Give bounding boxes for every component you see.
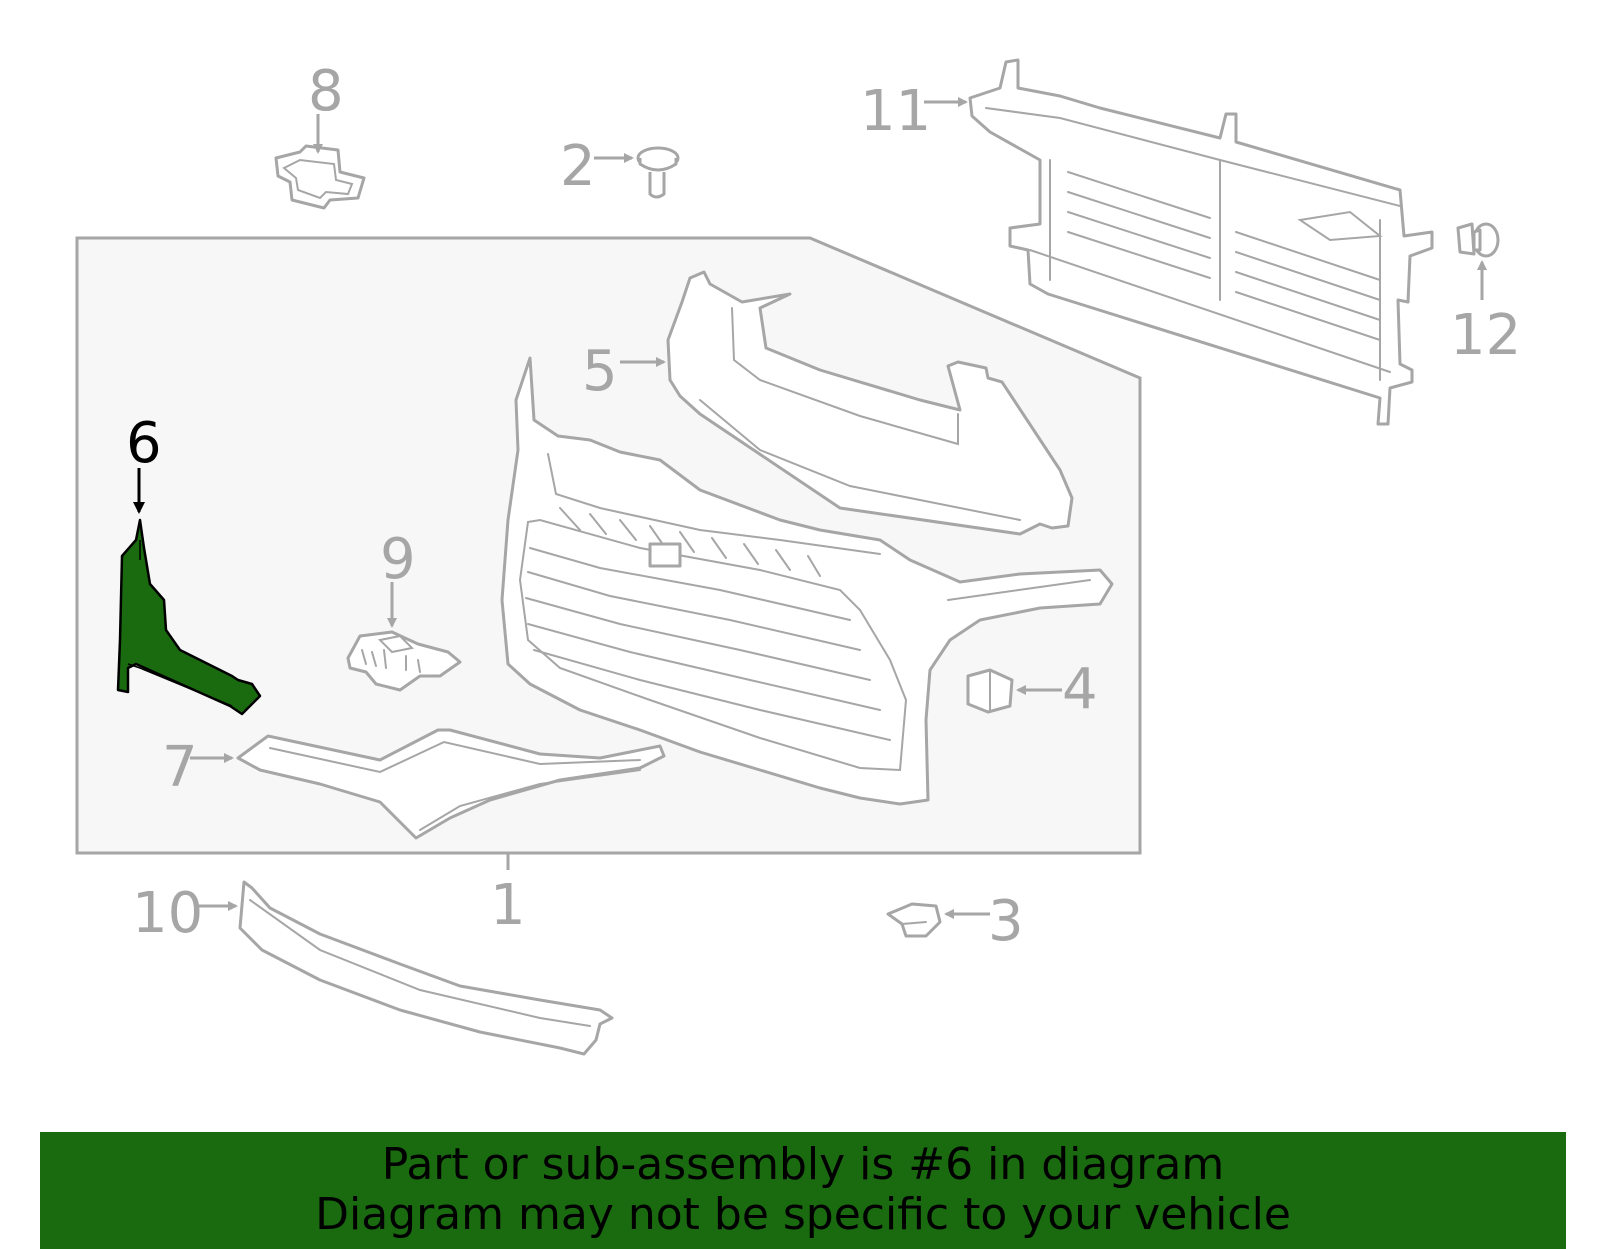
retainer-part-3: [886, 902, 942, 938]
emblem-part-8: [274, 144, 366, 210]
air-shutter-part-11: [968, 58, 1434, 426]
callout-10: 10: [132, 881, 203, 946]
highlighted-part: [116, 518, 262, 716]
callout-2: 2: [560, 134, 596, 199]
leader-lines: [133, 97, 1487, 919]
callout-6: 6: [126, 411, 162, 476]
clip-part-12: [1456, 222, 1500, 258]
callout-9: 9: [380, 527, 416, 592]
insert-part-4: [966, 668, 1014, 714]
bracket-part-9: [346, 630, 462, 692]
molding-part-7: [236, 728, 666, 840]
side-bracket-part-6: [116, 518, 262, 716]
callout-12: 12: [1450, 303, 1521, 368]
callout-1: 1: [490, 873, 526, 938]
screw-part-2: [636, 146, 680, 199]
banner-line-2: Diagram may not be specific to your vehi…: [315, 1189, 1291, 1240]
callout-7: 7: [162, 735, 198, 800]
callout-4: 4: [1062, 657, 1098, 722]
callout-8: 8: [308, 59, 344, 124]
callout-3: 3: [988, 889, 1024, 954]
callout-11: 11: [860, 79, 931, 144]
callout-5: 5: [582, 339, 618, 404]
banner-line-1: Part or sub-assembly is #6 in diagram: [381, 1139, 1225, 1190]
reinforcement-part-5: [666, 270, 1074, 536]
grille-part-1: [500, 356, 1114, 806]
lower-molding-part-10: [238, 880, 614, 1056]
info-banner: Part or sub-assembly is #6 in diagram Di…: [40, 1132, 1566, 1249]
